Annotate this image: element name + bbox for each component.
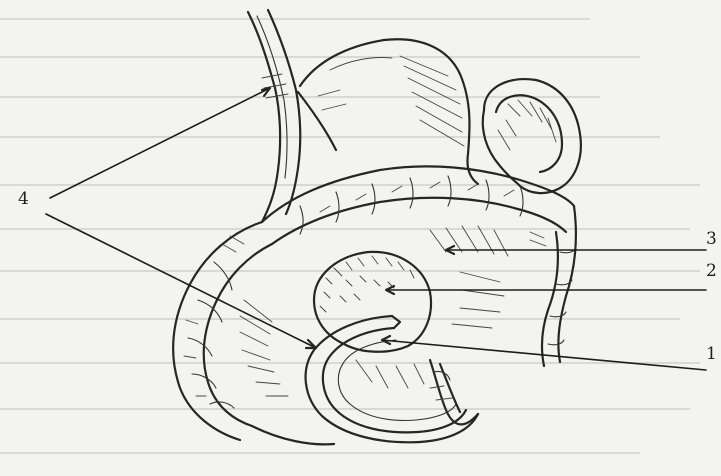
esophagus-tube [248, 10, 300, 222]
label-2: 2 [706, 263, 717, 280]
transverse-colon [262, 166, 574, 244]
catheter-tube [306, 316, 478, 442]
label-3: 3 [706, 231, 717, 248]
round-sac [314, 252, 431, 352]
leader-lines [46, 88, 706, 370]
leader-arrowheads [262, 88, 454, 348]
ascending-colon [173, 222, 272, 440]
curled-organ [483, 79, 581, 193]
descending-colon [530, 206, 576, 366]
label-4: 4 [18, 191, 29, 208]
label-1: 1 [706, 346, 717, 363]
stomach [298, 39, 478, 184]
